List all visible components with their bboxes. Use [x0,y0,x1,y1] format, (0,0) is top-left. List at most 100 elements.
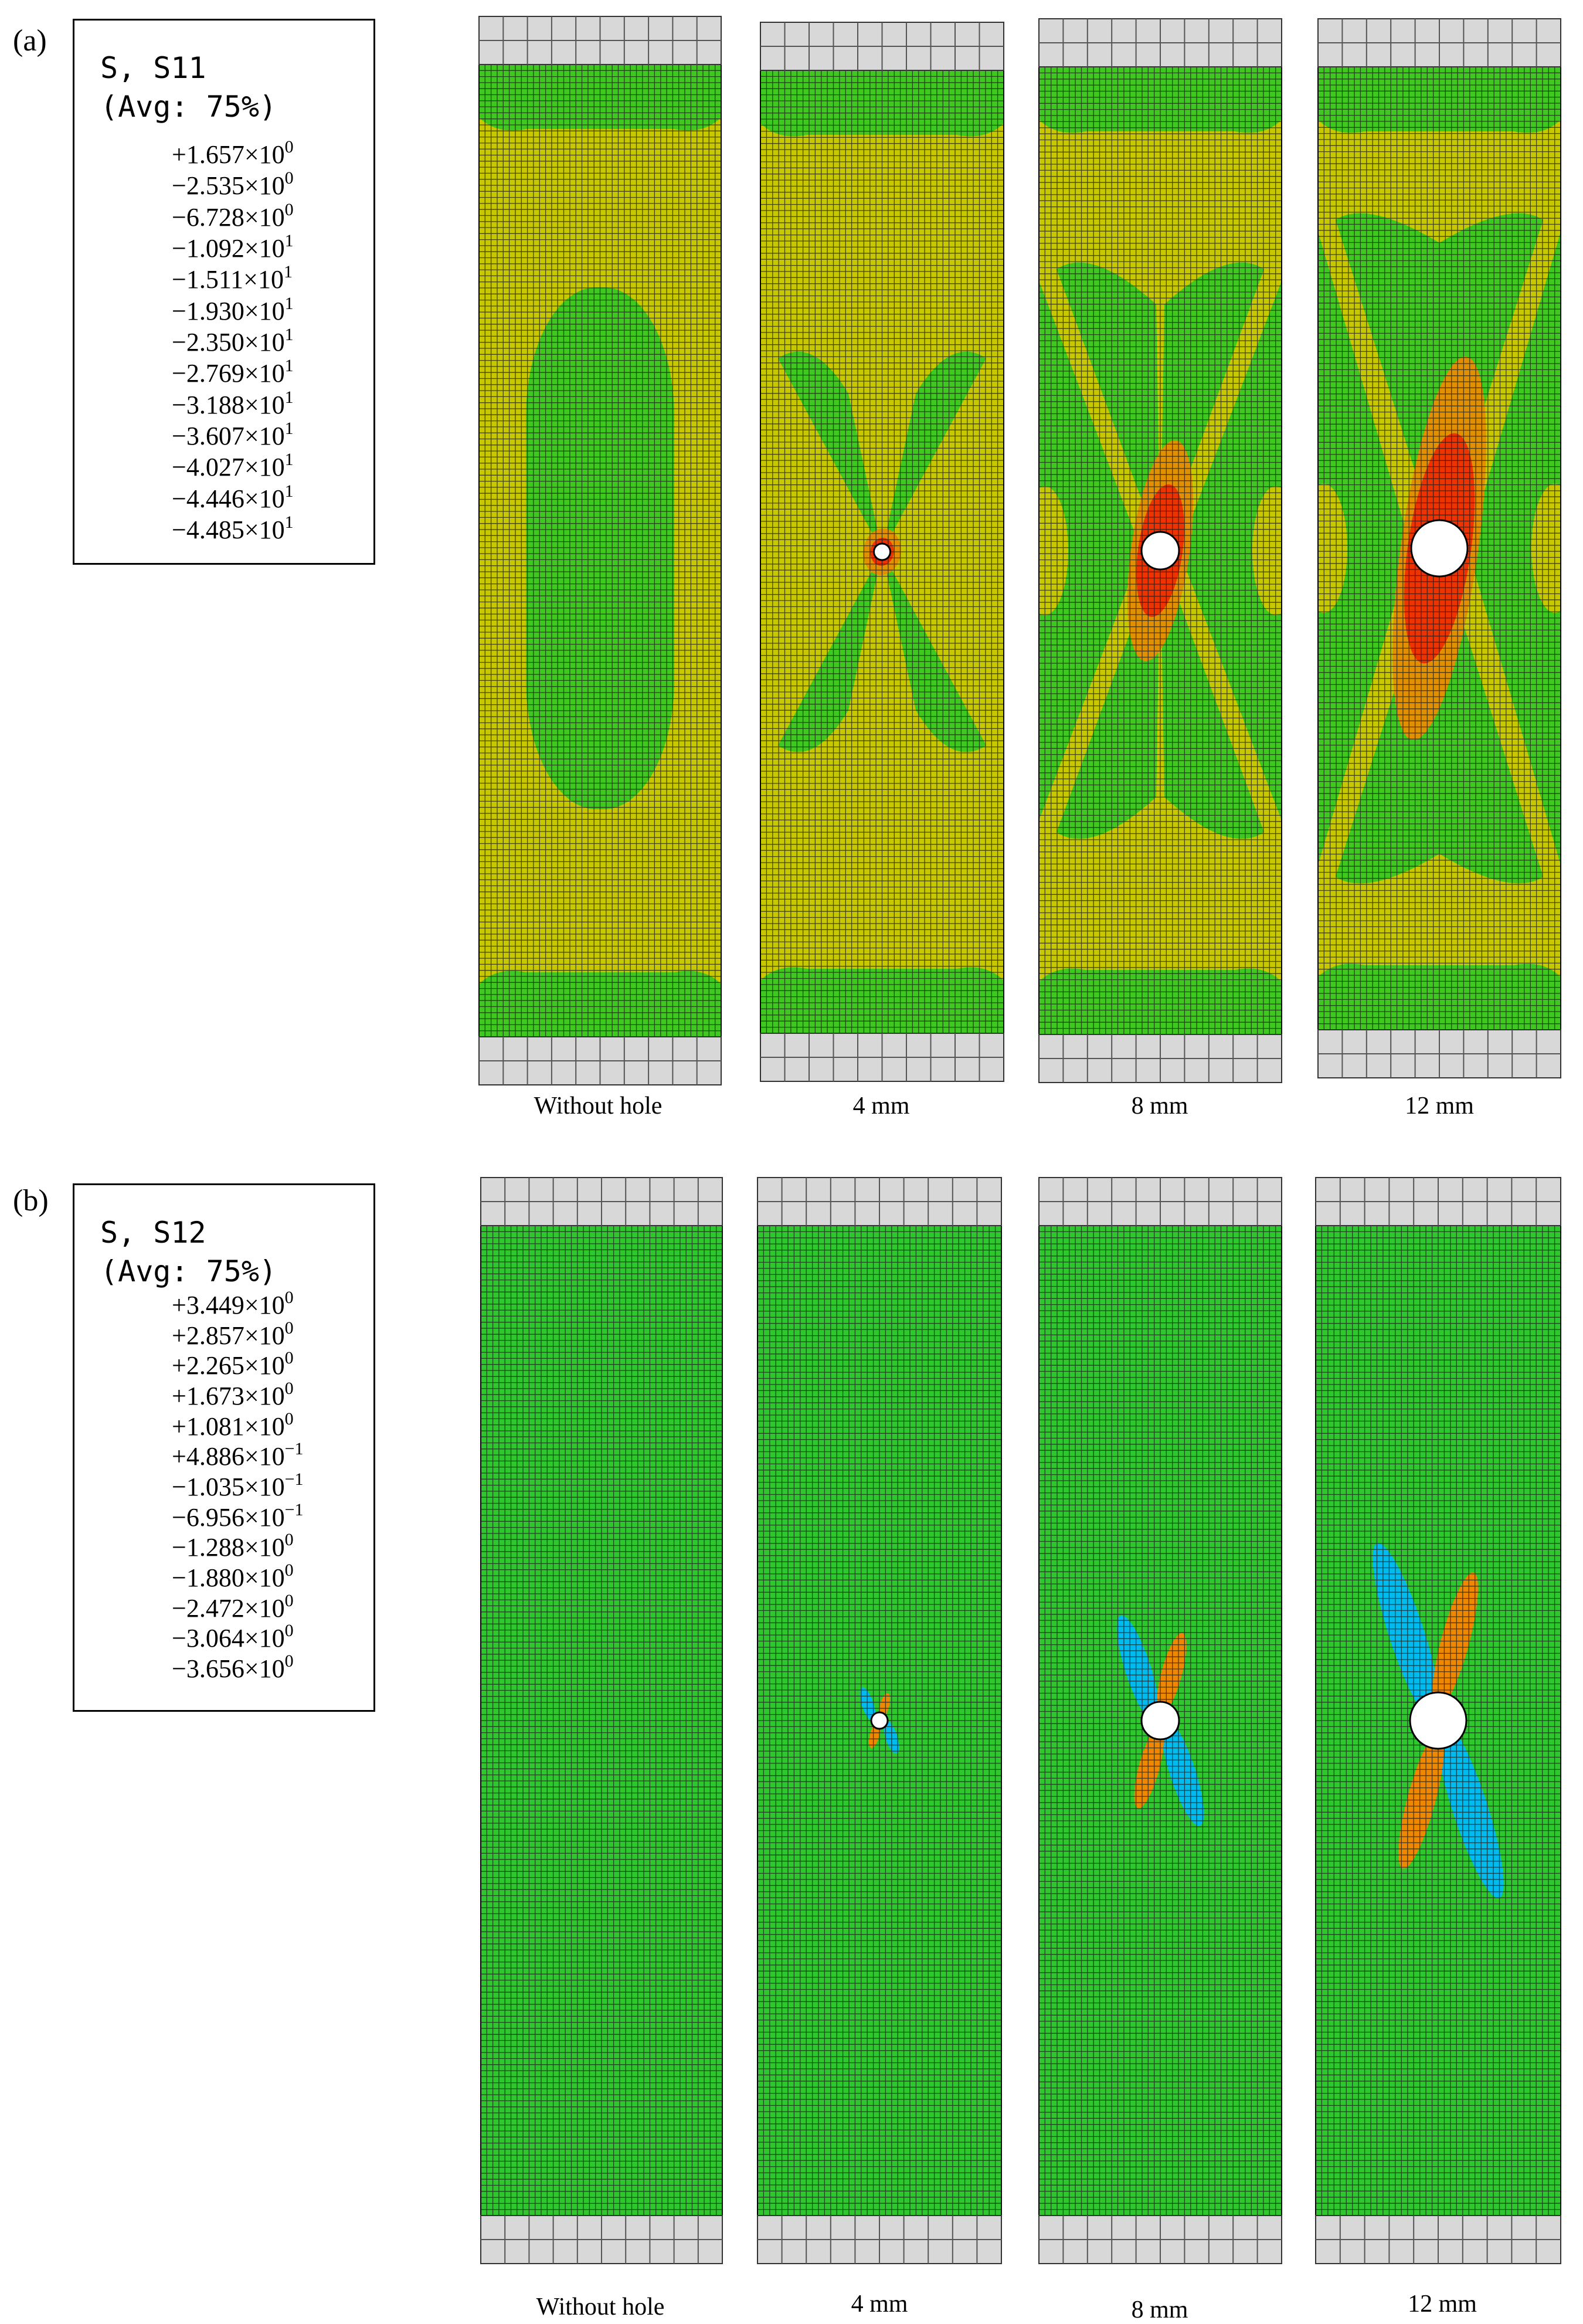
panel-b-legend-subtitle: (Avg: 75%) [100,1254,277,1288]
legend-label: −1.930×101 [172,294,294,326]
specimen-top-grip [760,22,1004,71]
legend-label: −3.656×100 [172,1651,294,1684]
legend-label-exponent: −1 [284,1499,304,1519]
legend-label: +2.857×100 [172,1318,294,1351]
caption-b-4mm: 4 mm [851,2291,908,2318]
contour-lobe [778,351,882,552]
legend-label-mantissa: −3.607×10 [172,422,285,450]
contour-side-pocket [1039,486,1068,615]
legend-label-exponent: 0 [284,1590,294,1610]
legend-label: −6.956×10−1 [172,1499,304,1532]
specimen-top-grip [480,1177,723,1226]
legend-label-mantissa: +1.673×10 [172,1382,285,1410]
caption-a-4mm: 4 mm [852,1093,910,1119]
legend-label-mantissa: +2.265×10 [172,1351,285,1380]
contour-positive-lobe [1156,1633,1187,1715]
specimen-hole [1140,1701,1180,1741]
legend-label-exponent: 1 [284,231,294,250]
legend-label-mantissa: +4.886×10 [172,1442,285,1471]
legend-label-exponent: 1 [284,450,294,470]
legend-label-mantissa: −1.288×10 [172,1533,285,1562]
legend-label-exponent: 1 [284,419,294,438]
legend-label: −2.472×100 [172,1590,294,1623]
specimen-contour [1318,67,1561,1030]
legend-label-mantissa: +1.657×10 [172,140,285,169]
panel-a-legend-title: S, S11 [100,51,206,85]
legend-label-mantissa: +3.449×10 [172,1291,285,1319]
panel-a-letter: (a) [13,24,47,57]
legend-label-exponent: 0 [284,1409,294,1429]
legend-label-mantissa: −1.035×10 [172,1473,285,1501]
legend-label-mantissa: −2.535×10 [172,171,285,201]
specimen-bottom-grip [1038,2215,1282,2264]
contour-side-zone [1179,281,1282,820]
caption-b-without-hole: Without hole [536,2294,665,2320]
legend-label: −2.350×101 [172,326,294,357]
specimen-top-grip [1038,18,1282,67]
legend-label: −1.035×10−1 [172,1470,304,1502]
contour-side-zone [1467,232,1561,865]
specimen-hole [873,542,891,561]
legend-label-mantissa: −6.728×10 [172,202,285,232]
legend-label: −4.027×101 [172,450,294,482]
legend-label: +1.673×100 [172,1379,294,1411]
mesh-lines [481,1226,722,2216]
legend-label-mantissa: +1.081×10 [172,1412,285,1441]
specimen-top-grip [1315,1177,1561,1226]
legend-label: −3.064×100 [172,1622,294,1653]
specimen-top-grip [757,1177,1002,1226]
legend-label-mantissa: −1.092×10 [172,234,285,263]
mesh-lines [757,1226,1001,2216]
legend-label-mantissa: −4.446×10 [172,484,285,513]
legend-label: −1.092×101 [172,231,294,263]
legend-label: −2.769×101 [172,356,294,388]
specimen-a-1 [760,22,1004,1082]
caption-a-8mm: 8 mm [1131,1093,1188,1119]
contour-negative-lobe [1373,1543,1441,1724]
mesh-lines [760,70,1004,1033]
specimen-hole [1409,1691,1467,1750]
legend-label-exponent: −1 [284,1439,304,1459]
legend-label-exponent: 0 [284,1379,294,1398]
mesh-lines [479,65,721,1037]
specimen-bottom-grip [1315,2215,1561,2264]
specimen-top-grip [1317,18,1561,67]
specimen-a-3 [1317,18,1561,1078]
legend-label-mantissa: +2.857×10 [172,1321,285,1350]
caption-a-without-hole: Without hole [534,1093,663,1119]
contour-side-zone [1039,281,1142,820]
legend-label-exponent: 1 [284,356,294,376]
legend-label-mantissa: −4.027×10 [172,453,285,482]
legend-label-mantissa: −3.188×10 [172,390,285,419]
legend-label-exponent: 0 [284,199,294,219]
legend-label-mantissa: −1.880×10 [172,1563,285,1592]
legend-label: −2.535×100 [172,169,294,201]
caption-b-12mm: 12 mm [1408,2291,1477,2318]
specimen-b-2 [1038,1177,1282,2264]
panel-a-legend-subtitle: (Avg: 75%) [100,90,277,124]
panel-b-letter: (b) [13,1184,49,1217]
legend-label-mantissa: −2.350×10 [172,328,285,357]
legend-label-exponent: 0 [284,1651,294,1671]
legend-label-mantissa: −3.064×10 [172,1624,285,1653]
legend-label-exponent: 0 [284,1530,294,1550]
legend-label: −1.288×100 [172,1530,294,1562]
legend-label: −3.188×101 [172,388,294,420]
legend-label: −4.485×101 [172,513,294,545]
specimen-hole [1140,531,1180,571]
caption-a-12mm: 12 mm [1405,1093,1474,1119]
legend-label-exponent: 0 [284,1318,294,1338]
contour-lobe [778,552,882,752]
panel-b-legend-title: S, S12 [100,1216,206,1250]
legend-label: −4.446×101 [172,481,294,514]
specimen-top-grip [478,16,722,65]
specimen-contour [479,65,721,1037]
legend-label-exponent: 1 [284,513,294,532]
legend-label-exponent: −1 [284,1470,304,1489]
legend-label-exponent: 0 [284,1560,294,1580]
specimen-hole [870,1711,889,1730]
contour-side-zone [1318,232,1411,865]
legend-label-exponent: 1 [284,481,294,501]
